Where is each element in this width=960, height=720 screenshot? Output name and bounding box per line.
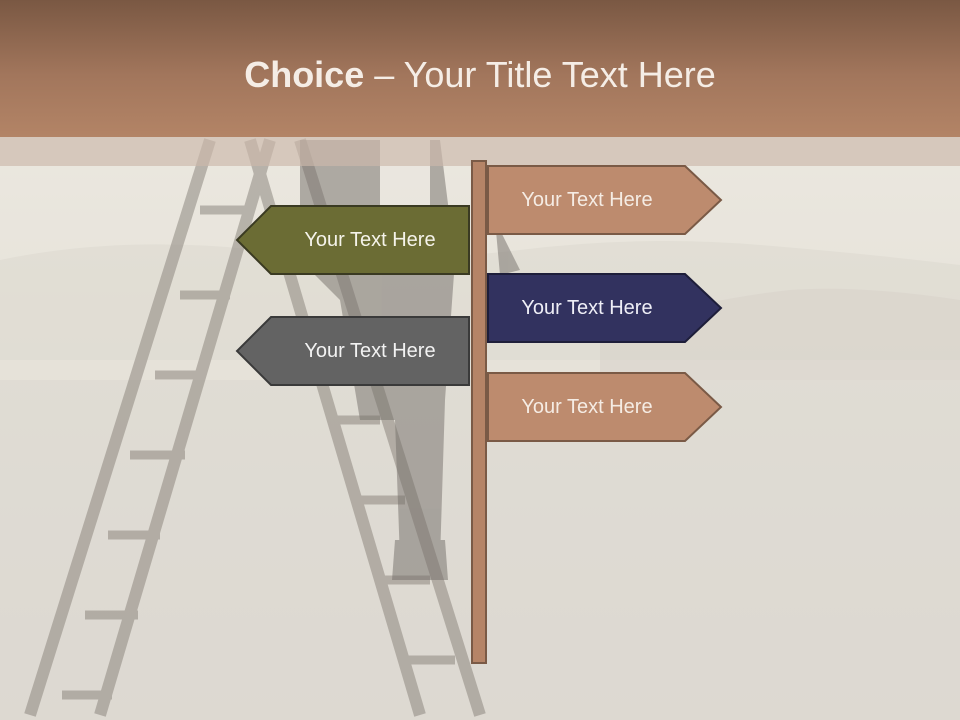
sign-label: Your Text Here xyxy=(304,339,436,362)
title-rest: – Your Title Text Here xyxy=(364,54,716,95)
sign-left-1[interactable]: Your Text Here xyxy=(235,205,471,275)
signpost-pole xyxy=(471,160,487,664)
sign-label: Your Text Here xyxy=(304,228,436,251)
sign-left-2[interactable]: Your Text Here xyxy=(235,316,471,386)
sign-label: Your Text Here xyxy=(521,188,653,211)
sign-label: Your Text Here xyxy=(521,395,653,418)
title-bold: Choice xyxy=(244,54,365,95)
sign-label: Your Text Here xyxy=(521,296,653,319)
sign-right-3[interactable]: Your Text Here xyxy=(487,372,723,442)
sign-right-2[interactable]: Your Text Here xyxy=(487,273,723,343)
title-band xyxy=(0,0,960,137)
slide-title[interactable]: Choice – Your Title Text Here xyxy=(0,52,960,98)
sign-right-1[interactable]: Your Text Here xyxy=(487,165,723,235)
